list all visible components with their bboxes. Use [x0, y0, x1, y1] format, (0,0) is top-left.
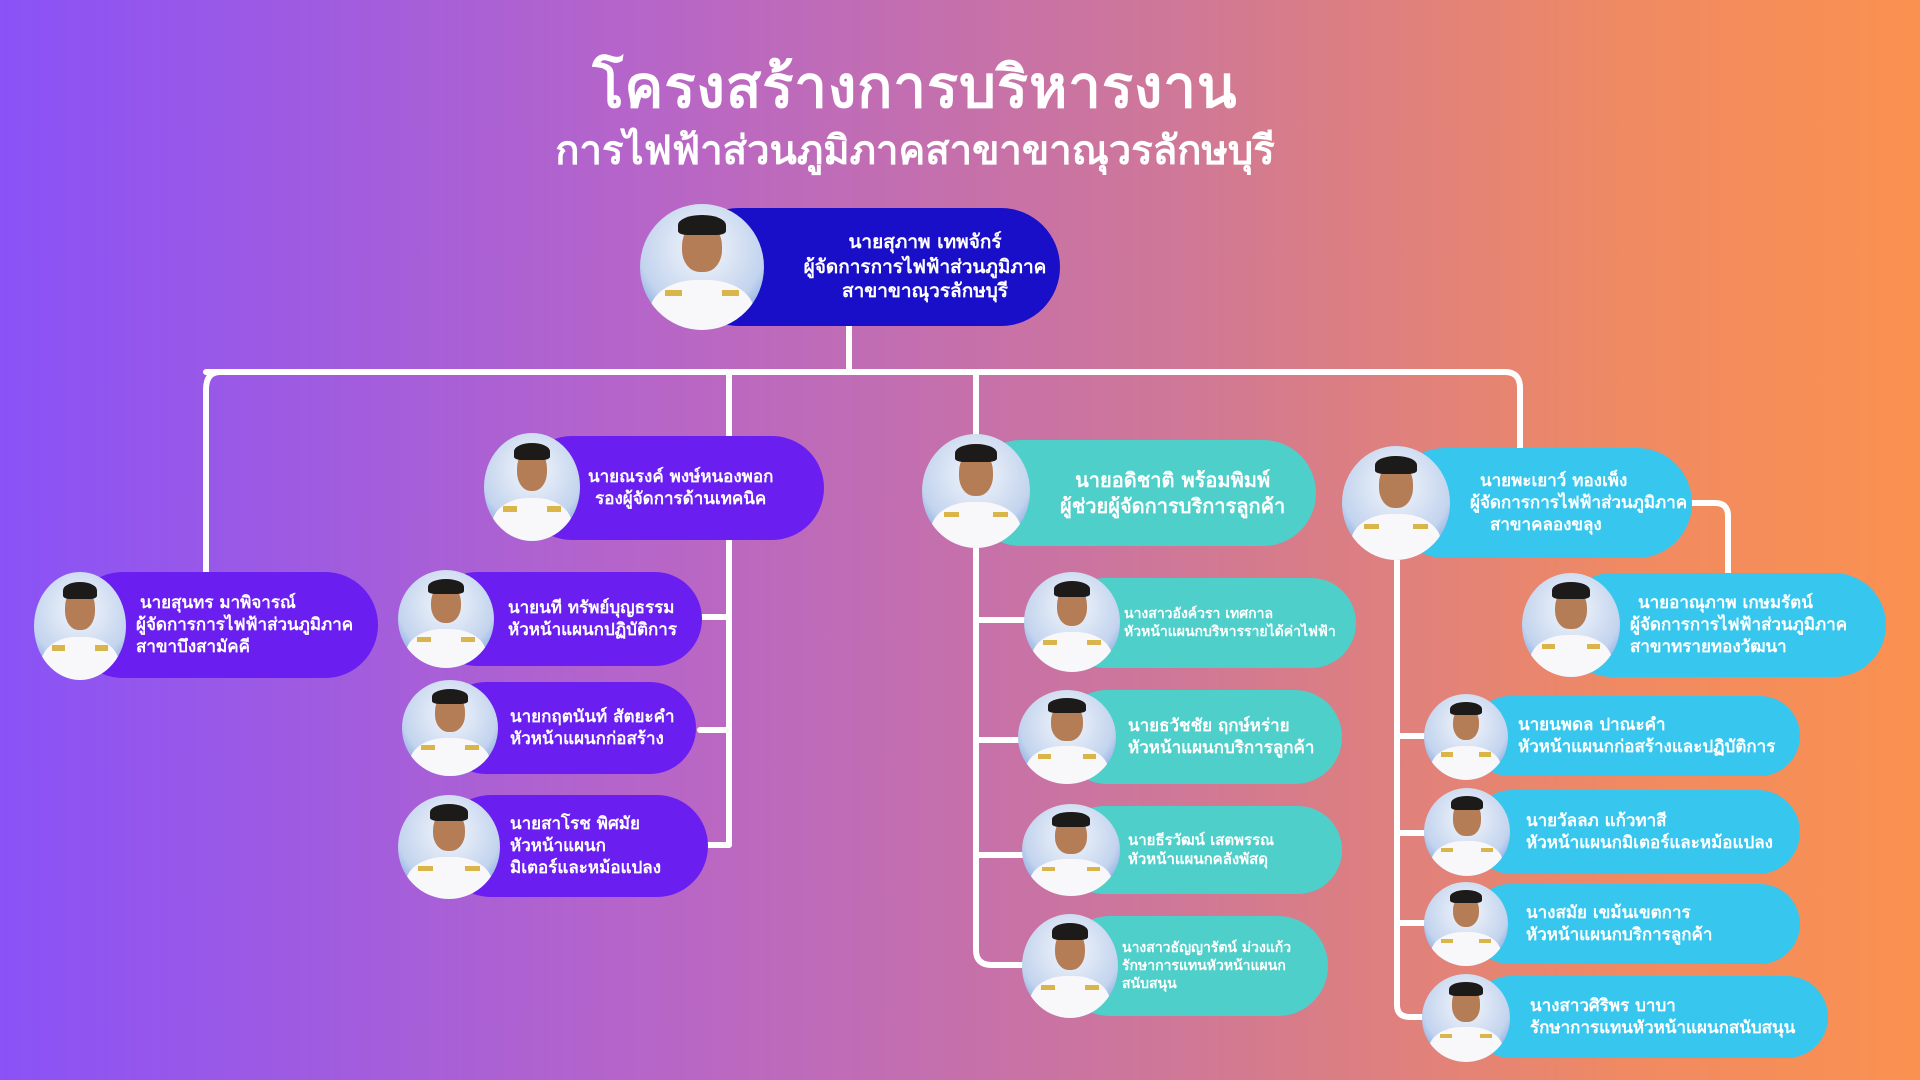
branch-side-name: นายอาณุภาพ เกษมรัตน์: [1638, 592, 1813, 613]
branch-sub-1-photo: [1424, 694, 1508, 780]
cust-sub-1-role: หัวหน้าแผนกบริหารรายได้ค่าไฟฟ้า: [1124, 624, 1336, 640]
top-manager-role2: สาขาขาณุวรลักษบุรี: [841, 280, 1008, 303]
line-left-drop: [203, 369, 223, 578]
cust-sub-2-name: นายธวัชชัย ฤกษ์หร่าย: [1128, 715, 1290, 736]
tech-sub-1-name: นายนที ทรัพย์บุญธรรม: [508, 597, 675, 618]
branch-head-name: นายพะเยาว์ ทองเพ็ง: [1480, 470, 1628, 491]
card-branch-sub-1: นายนพดล ปาณะคำ หัวหน้าแผนกก่อสร้างและปฏิ…: [1470, 696, 1800, 776]
left-branch-role2: สาขาบึงสามัคคี: [136, 637, 251, 658]
cust-sub-4-role: รักษาการแทนหัวหน้าแผนก: [1122, 957, 1286, 974]
cust-sub-3-name: นายธีรวัฒน์ เสตพรรณ: [1128, 830, 1275, 849]
line-tech-spine: [697, 537, 732, 848]
cust-sub-3-role: หัวหน้าแผนกคลังพัสดุ: [1128, 850, 1269, 868]
branch-sub-3-name: นางสมัย เขม้นเขตการ: [1526, 902, 1691, 923]
cust-sub-2-role: หัวหน้าแผนกบริการลูกค้า: [1128, 738, 1315, 758]
branch-head-role2: สาขาคลองขลุง: [1490, 515, 1602, 536]
customer-head-photo: [922, 434, 1030, 548]
technical-head-name: นายณรงค์ พงษ์หนองพอก: [588, 466, 774, 487]
top-manager-photo: [640, 204, 764, 330]
line-horizontal: [203, 369, 1523, 453]
branch-side-photo: [1522, 573, 1620, 677]
branch-sub-4-photo: [1422, 974, 1510, 1062]
tech-sub-2-role: หัวหน้าแผนกก่อสร้าง: [510, 729, 664, 749]
tech-sub-3-photo: [398, 795, 500, 899]
branch-sub-2-role: หัวหน้าแผนกมิเตอร์และหม้อแปลง: [1526, 833, 1773, 853]
technical-head-photo: [484, 433, 580, 541]
line-cust-spine: [973, 542, 1043, 968]
branch-side-role2: สาขาทรายทองวัฒนา: [1630, 637, 1787, 658]
branch-sub-1-name: นายนพดล ปาณะคำ: [1518, 714, 1666, 735]
tech-sub-1-photo: [398, 570, 494, 668]
cust-sub-4-photo: [1022, 914, 1118, 1018]
card-branch-sub-3: นางสมัย เขม้นเขตการ หัวหน้าแผนกบริการลูก…: [1470, 884, 1800, 964]
cust-sub-4-role2: สนับสนุน: [1122, 976, 1177, 993]
left-branch-role: ผู้จัดการการไฟฟ้าส่วนภูมิภาค: [136, 614, 354, 635]
tech-sub-3-role2: มิเตอร์และหม้อแปลง: [510, 858, 661, 879]
branch-head-photo: [1342, 446, 1450, 560]
tech-sub-2-photo: [402, 680, 498, 776]
branch-sub-3-role: หัวหน้าแผนกบริการลูกค้า: [1526, 925, 1713, 945]
tech-sub-2-name: นายกฤตนันท์ สัตยะคำ: [510, 706, 675, 727]
branch-sub-4-role: รักษาการแทนหัวหน้าแผนกสนับสนุน: [1530, 1018, 1796, 1038]
card-branch-sub-2: นายวัลลภ แก้วทาสี หัวหน้าแผนกมิเตอร์และห…: [1470, 790, 1800, 874]
technical-head-role: รองผู้จัดการด้านเทคนิค: [595, 489, 767, 509]
tech-sub-3-name: นายสาโรช พิศมัย: [510, 813, 640, 834]
tech-sub-1-role: หัวหน้าแผนกปฏิบัติการ: [508, 620, 677, 640]
customer-head-name: นายอดิชาติ พร้อมพิมพ์: [1075, 468, 1271, 492]
cust-sub-1-photo: [1024, 572, 1120, 672]
line-branch-spine: [1394, 555, 1433, 1020]
top-manager-role: ผู้จัดการการไฟฟ้าส่วนภูมิภาค: [803, 255, 1047, 278]
branch-side-role: ผู้จัดการการไฟฟ้าส่วนภูมิภาค: [1630, 614, 1848, 635]
cust-sub-2-photo: [1018, 690, 1116, 784]
line-branch-side: [1687, 500, 1731, 578]
branch-sub-2-photo: [1424, 788, 1510, 876]
branch-sub-3-photo: [1424, 882, 1508, 966]
left-branch-name: นายสุนทร มาพิจารณ์: [140, 592, 296, 613]
branch-sub-1-role: หัวหน้าแผนกก่อสร้างและปฏิบัติการ: [1518, 737, 1776, 757]
cust-sub-1-name: นางสาวอังค์วรา เทศกาล: [1124, 605, 1274, 622]
top-manager-name: นายสุภาพ เทพจักร์: [848, 230, 1002, 253]
branch-sub-4-name: นางสาวศิริพร บาบา: [1530, 995, 1676, 1016]
card-branch-sub-4: นางสาวศิริพร บาบา รักษาการแทนหัวหน้าแผนก…: [1470, 976, 1828, 1058]
left-branch-photo: [34, 572, 126, 680]
customer-head-role: ผู้ช่วยผู้จัดการบริการลูกค้า: [1060, 494, 1286, 518]
tech-sub-3-role: หัวหน้าแผนก: [510, 835, 606, 856]
chart-title: โครงสร้างการบริหารงาน: [592, 53, 1238, 121]
branch-sub-2-name: นายวัลลภ แก้วทาสี: [1526, 810, 1667, 831]
cust-sub-4-name: นางสาวธัญญารัตน์ ม่วงแก้ว: [1122, 939, 1292, 956]
cust-sub-3-photo: [1022, 804, 1120, 896]
branch-head-role: ผู้จัดการการไฟฟ้าส่วนภูมิภาค: [1470, 492, 1688, 513]
chart-subtitle: การไฟฟ้าส่วนภูมิภาคสาขาขาณุวรลักษบุรี: [555, 128, 1275, 174]
